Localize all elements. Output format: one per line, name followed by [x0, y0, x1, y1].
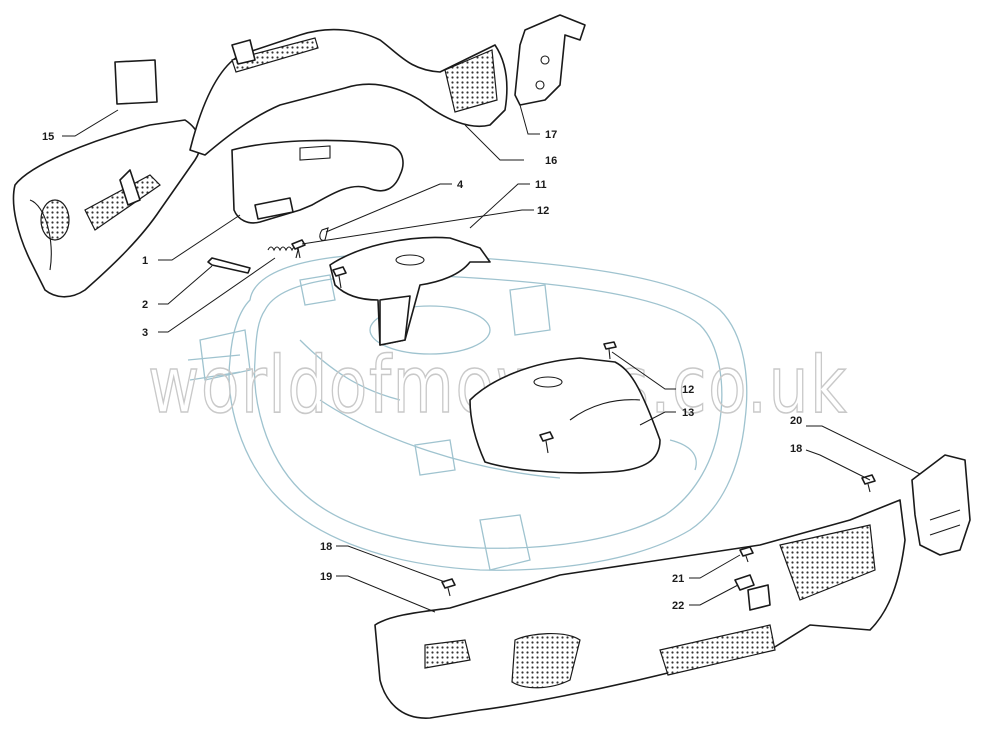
callout-2: 2: [142, 299, 148, 311]
callout-16: 16: [545, 155, 557, 167]
part-3-spring: [267, 246, 299, 259]
part-15-left-side-chute: [12, 119, 201, 298]
leader-lines: [62, 104, 921, 613]
callout-18-left: 18: [320, 541, 332, 553]
part-11-blade-cover: [329, 236, 491, 346]
callout-11: 11: [535, 179, 547, 191]
callout-12-top: 12: [537, 205, 549, 217]
part-22-clip: [734, 574, 755, 591]
callout-22: 22: [672, 600, 684, 612]
part-17-bracket: [514, 14, 586, 106]
callout-3: 3: [142, 327, 148, 339]
screw-18-a: [861, 474, 876, 493]
part-21-screw: [739, 546, 754, 563]
screw-12-a: [291, 239, 306, 259]
part-2-rod: [207, 257, 251, 274]
screw-18-b: [441, 578, 456, 597]
part-4-pin: [319, 227, 329, 241]
callout-18-right: 18: [790, 443, 802, 455]
callout-21: 21: [672, 573, 684, 585]
callout-19: 19: [320, 571, 332, 583]
part-19-front-side-chute: [374, 499, 906, 719]
part-20-right-bracket: [911, 454, 971, 556]
part-16-upper-side-chute: [189, 28, 508, 156]
part-13-second-cover: [469, 357, 661, 474]
callout-15: 15: [42, 131, 54, 143]
screw-12-b: [603, 341, 617, 360]
callout-13: 13: [682, 407, 694, 419]
callout-12-mid: 12: [682, 384, 694, 396]
screw-cover-11: [332, 266, 347, 289]
callout-1: 1: [142, 255, 148, 267]
callout-labels: 15 16 17 1 2 3 4 11 12 12 13 20 18 18 19…: [42, 129, 802, 612]
callout-17: 17: [545, 129, 557, 141]
part-1-rear-flap: [231, 139, 404, 224]
callout-4: 4: [457, 179, 464, 191]
label-plate: [114, 59, 158, 105]
callout-20: 20: [790, 415, 802, 427]
screw-cover-13: [539, 431, 554, 454]
